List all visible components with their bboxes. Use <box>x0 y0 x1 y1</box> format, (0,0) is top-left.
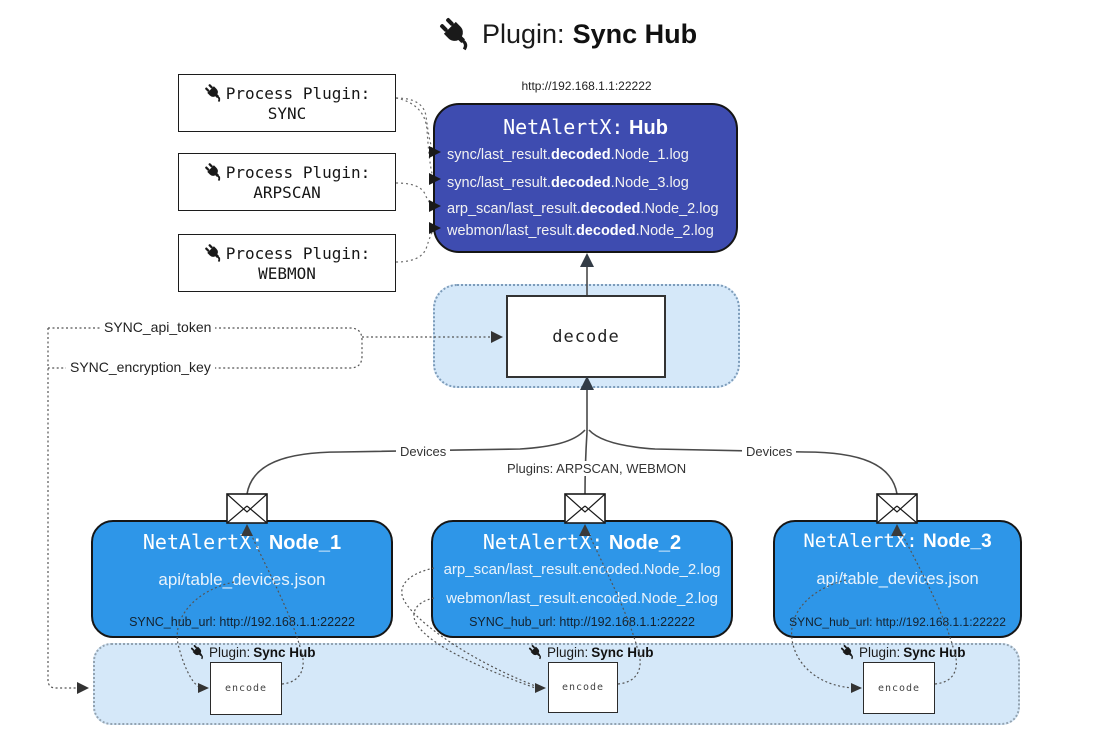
envelope-icon <box>226 493 918 524</box>
encode-box: encode <box>548 662 618 713</box>
node-box-node-2: NetAlertX: Node_2 arp_scan/last_result.e… <box>431 520 733 638</box>
edge-sync-to-hub <box>395 97 435 153</box>
plug-icon <box>438 16 474 52</box>
node-hub-url: SYNC_hub_url: http://192.168.1.1:22222 <box>469 615 695 629</box>
edge-keys-to-encode <box>47 328 80 689</box>
plug-icon <box>204 162 224 182</box>
process-plugin-box-arpscan: Process Plugin: ARPSCAN <box>178 153 396 211</box>
plug-icon <box>190 644 206 660</box>
plug-icon <box>528 644 544 660</box>
title-name: Sync Hub <box>572 18 698 49</box>
node-file: arp_scan/last_result.encoded.Node_2.log <box>443 561 721 578</box>
edge-label-devices-left: Devices <box>396 444 451 459</box>
node-file: api/table_devices.json <box>816 570 979 588</box>
hub-file-line: arp_scan/last_result.decoded.Node_2.log <box>447 201 719 217</box>
edge-arpscan-to-hub <box>395 182 435 207</box>
edge-webmon-to-hub <box>395 228 435 263</box>
envelope-flaps <box>226 493 918 524</box>
encode-box: encode <box>863 662 935 714</box>
plug-icon <box>204 243 224 263</box>
sync-hub-badge: Plugin: Sync Hub <box>840 644 966 660</box>
sync-hub-badge: Plugin: Sync Hub <box>528 644 654 660</box>
plug-icon <box>204 83 224 103</box>
process-plugin-box-webmon: Process Plugin: WEBMON <box>178 234 396 292</box>
hub-box: NetAlertX: Hub sync/last_result.decoded.… <box>433 103 738 253</box>
encode-box: encode <box>210 662 282 715</box>
hub-file-line: webmon/last_result.decoded.Node_2.log <box>447 223 714 239</box>
node-file: api/table_devices.json <box>158 570 326 589</box>
node-hub-url: SYNC_hub_url: http://192.168.1.1:22222 <box>129 615 355 629</box>
key-label-encryption-key: SYNC_encryption_key <box>66 359 215 375</box>
process-plugin-box-sync: Process Plugin: SYNC <box>178 74 396 132</box>
sync-hub-badge: Plugin: Sync Hub <box>190 644 316 660</box>
decode-box: decode <box>506 295 666 378</box>
hub-file-line: sync/last_result.decoded.Node_1.log <box>447 147 689 163</box>
node-file: webmon/last_result.encoded.Node_2.log <box>446 590 718 607</box>
plug-icon <box>840 644 856 660</box>
edge-label-plugins-center: Plugins: ARPSCAN, WEBMON <box>503 461 691 476</box>
hub-file-line: sync/last_result.decoded.Node_3.log <box>447 175 689 191</box>
title-label: Plugin: <box>482 18 565 49</box>
key-label-api-token: SYNC_api_token <box>100 319 216 335</box>
node-hub-url: SYNC_hub_url: http://192.168.1.1:22222 <box>789 615 1006 629</box>
edge-label-devices-right: Devices <box>742 444 797 459</box>
diagram-title: Plugin: Sync Hub <box>438 16 697 52</box>
hub-url: http://192.168.1.1:22222 <box>521 79 652 93</box>
node-box-node-1: NetAlertX: Node_1 api/table_devices.json… <box>91 520 393 638</box>
hub-title: NetAlertX: Hub <box>503 115 668 139</box>
node-box-node-3: NetAlertX: Node_3 api/table_devices.json… <box>773 520 1022 638</box>
edge-sync-to-hub <box>395 97 435 180</box>
